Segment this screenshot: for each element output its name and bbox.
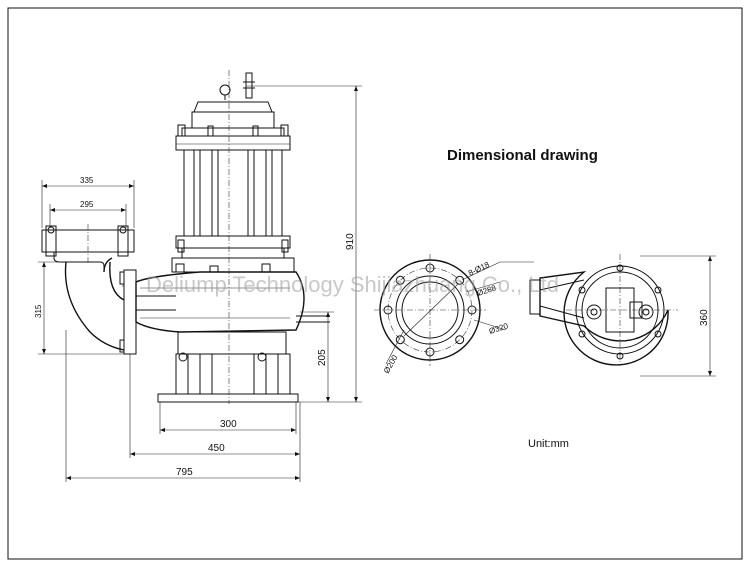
- base-plate: [157, 393, 299, 403]
- watermark: Deliump Technology Shijiazhuang Co., Ltd: [146, 272, 559, 297]
- dim-outlet-outer: 335: [80, 176, 94, 185]
- dim-base-height: 205: [317, 349, 328, 366]
- dim-total-length: 795: [176, 467, 193, 478]
- pump-side-view: [41, 70, 330, 404]
- dim-total-height: 910: [345, 233, 356, 250]
- unit-label: Unit:mm: [528, 438, 569, 450]
- outlet-elbow: [41, 224, 135, 351]
- dim-top-height: 360: [699, 309, 710, 326]
- dim-outlet-inner: 295: [80, 200, 94, 209]
- dim-base-outer: 450: [208, 443, 225, 454]
- side-view-dimensions: 335 295 315 910 205 300 450: [34, 85, 362, 482]
- dim-base-inner: 300: [220, 419, 237, 430]
- label-flange-bore: Ø200: [382, 353, 400, 375]
- drawing-title: Dimensional drawing: [447, 147, 598, 164]
- label-flange-outer: Ø320: [488, 321, 510, 336]
- lifting-eye: [219, 84, 231, 96]
- top-view: 360: [529, 254, 716, 377]
- drawing-border: [7, 7, 743, 560]
- motor-body: [183, 149, 283, 237]
- volute-casing: [135, 271, 305, 333]
- discharge-flange: [123, 269, 137, 355]
- dim-outlet-height: 315: [34, 304, 43, 318]
